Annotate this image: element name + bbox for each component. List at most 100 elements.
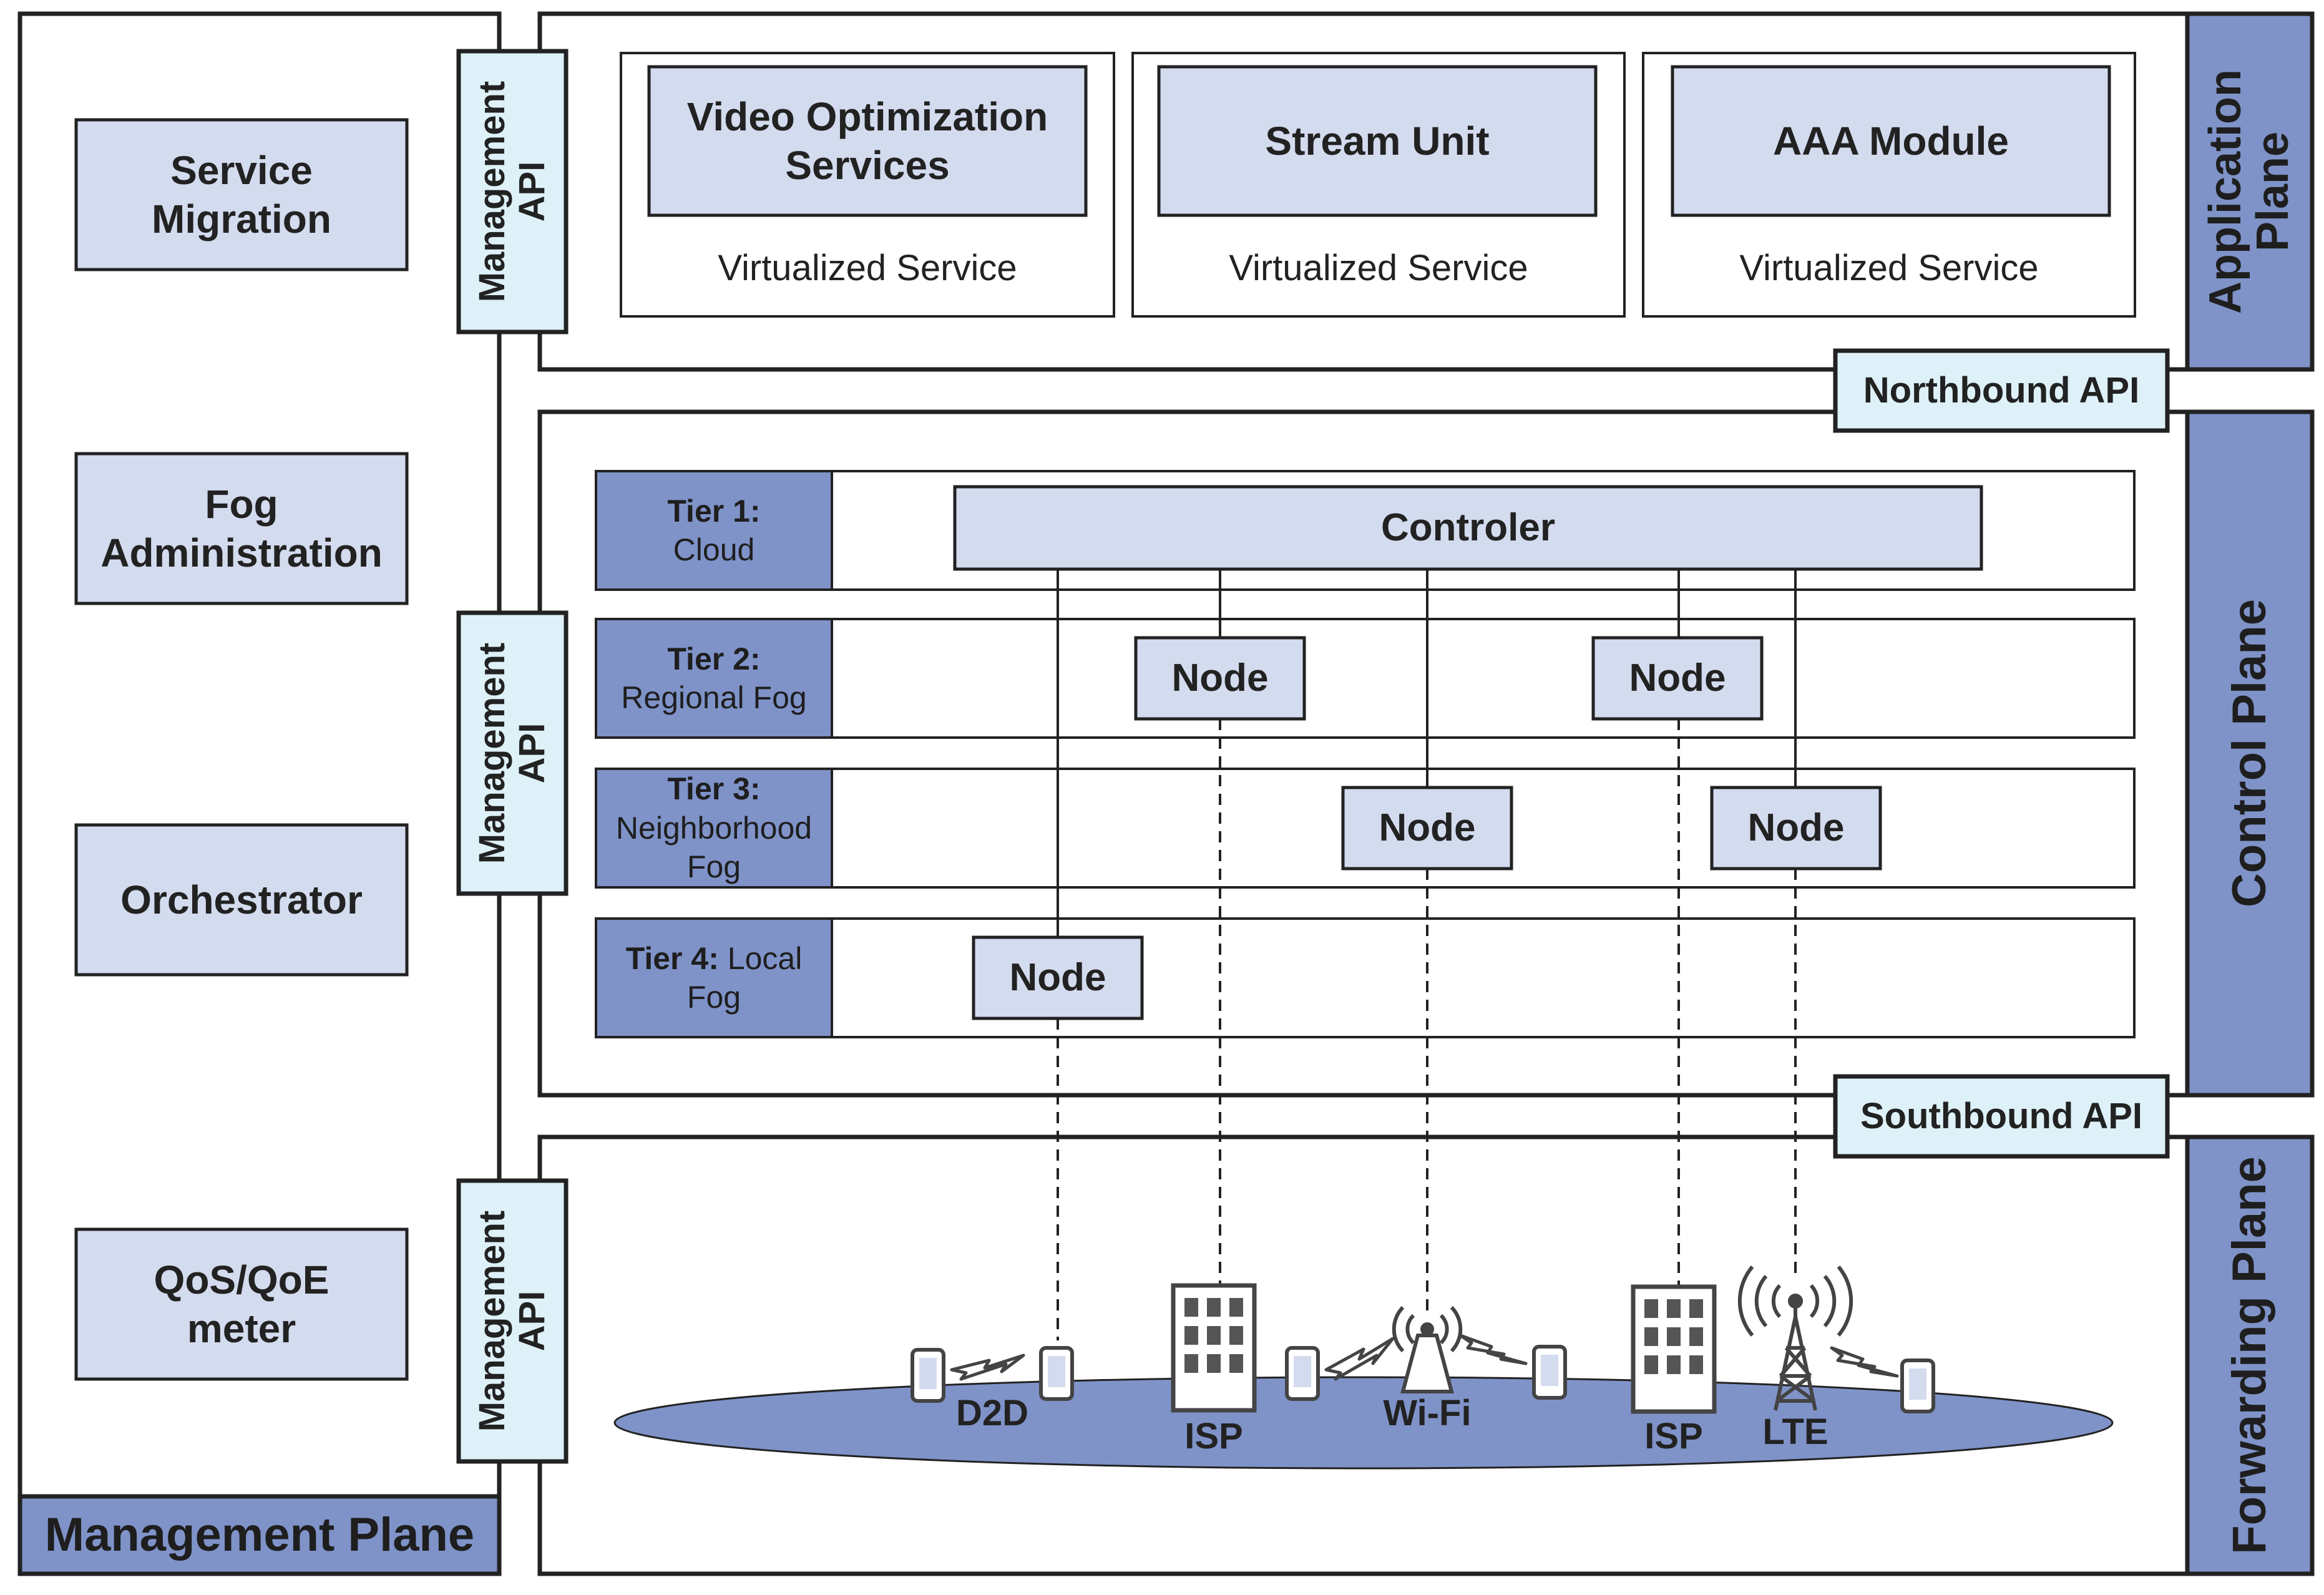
tier-1-name: Cloud [673,532,755,567]
control-plane-title: Control Plane [2222,598,2276,908]
virtualized-service-caption-3: Virtualized Service [1739,247,2039,288]
management-api-box-2 [456,610,569,896]
tier-3-name: Neighborhood Fog [615,810,813,885]
network-ellipse [613,1376,2114,1470]
node-tier4 [972,935,1144,1020]
wireless-link-icon [1830,1346,1899,1378]
virtualized-service-caption-2: Virtualized Service [1229,247,1528,288]
tier-1-label-cell [595,470,833,591]
orchestrator-line1: Orchestrator [120,877,363,922]
management-api-3-line2: API [512,1290,552,1352]
qos-qoe-meter-box [74,1227,409,1381]
controller-box [953,485,1983,571]
management-api-box-1 [456,49,569,334]
video-optimization-line1: Video Optimization [686,94,1048,139]
wireless-link-icon [1324,1337,1395,1381]
tier-4-prefix: Tier 4: [625,940,719,976]
controller-label: Controler [1381,506,1555,550]
phone-icon [1532,1345,1567,1400]
tier-2-name: Regional Fog [621,680,807,715]
qos-qoe-line2: meter [187,1306,296,1351]
control-plane-title-bar [2185,409,2315,1098]
application-plane-title-bar [2185,11,2315,372]
fog-administration-line2: Administration [100,530,383,575]
cell-tower-icon [1737,1266,1853,1411]
node-tier3-b-label: Node [1747,806,1845,850]
isp-label-2: ISP [1644,1415,1703,1456]
phone-icon [1900,1358,1935,1413]
northbound-api-label: Northbound API [1863,369,2140,411]
stream-unit-box [1157,65,1598,217]
application-plane-title-line1: Application [2200,69,2251,314]
virtualized-service-caption-1: Virtualized Service [718,247,1017,288]
node-tier3-a [1341,786,1513,871]
management-api-2-line2: API [512,723,552,784]
service-migration-line1: Service [170,147,313,193]
management-api-box-3 [456,1178,569,1464]
management-api-1-line1: Management [472,80,513,303]
node-tier2-b-label: Node [1629,656,1726,700]
aaa-module-box [1671,65,2111,217]
management-plane-title-bar [17,1494,502,1576]
phone-icon [1285,1346,1320,1401]
management-api-3-line1: Management [472,1210,513,1432]
node-tier2-b [1591,636,1764,721]
tier-3-label: Tier 3: Neighborhood Fog [596,769,832,887]
management-api-label-2: Management API [459,613,566,894]
orchestrator-label: Orchestrator [76,825,407,975]
qos-qoe-meter-label: QoS/QoE meter [76,1229,407,1379]
northbound-api-box [1833,348,2170,433]
application-plane-title: Application Plane [2187,14,2312,369]
video-optimization-box [647,65,1088,217]
phone-icon [911,1348,945,1403]
tier-2-row [595,618,2136,739]
orchestrator-box [74,823,409,977]
building-icon [1171,1283,1257,1413]
tier-4-name: Local Fog [686,940,803,1015]
building-icon [1631,1284,1717,1414]
management-plane-title: Management Plane [44,1508,475,1561]
application-plane-title-line2: Plane [2248,131,2298,252]
wifi-label: Wi-Fi [1383,1392,1472,1433]
tier-3-prefix: Tier 3: [667,771,761,807]
southbound-api-box [1833,1074,2170,1159]
node-tier2-a [1134,636,1306,721]
fog-administration-line1: Fog [205,481,278,527]
forwarding-plane-title: Forwarding Plane [2222,1156,2276,1554]
tier-2-label: Tier 2: Regional Fog [596,619,832,738]
tier-2-label-cell [595,618,833,739]
southbound-api-label: Southbound API [1860,1095,2143,1136]
tier-1-label: Tier 1: Cloud [596,471,832,590]
wireless-link-icon [1458,1334,1528,1365]
tier-4-label-cell [595,917,833,1038]
management-api-label-1: Management API [459,51,566,332]
node-tier3-a-label: Node [1379,806,1476,850]
tier-4-label: Tier 4: Local Fog [596,919,832,1037]
d2d-label: D2D [955,1392,1029,1433]
service-migration-box [74,118,409,271]
service-migration-line2: Migration [152,197,331,241]
tier-3-label-cell [595,768,833,889]
tier-1-prefix: Tier 1: [667,493,761,529]
management-api-2-line1: Management [472,642,513,864]
tier-4-row [595,917,2136,1038]
wifi-access-point-icon [1392,1305,1463,1393]
management-api-label-3: Management API [459,1181,566,1461]
tier-2-prefix: Tier 2: [667,641,761,676]
video-optimization-line2: Services [785,143,950,188]
node-tier3-b [1710,786,1882,871]
isp-label-1: ISP [1184,1415,1243,1456]
lte-label: LTE [1762,1411,1828,1452]
wireless-link-icon [950,1354,1025,1381]
aaa-module-label: AAA Module [1772,118,2009,163]
service-migration-label: Service Migration [76,120,407,270]
video-optimization-label: Video Optimization Services [649,67,1086,215]
node-tier2-a-label: Node [1171,656,1269,700]
management-api-1-line2: API [512,161,552,222]
forwarding-plane-title-bar [2185,1134,2315,1576]
stream-unit-label: Stream Unit [1265,118,1490,163]
qos-qoe-line1: QoS/QoE [154,1257,330,1302]
fog-administration-box [74,452,409,605]
